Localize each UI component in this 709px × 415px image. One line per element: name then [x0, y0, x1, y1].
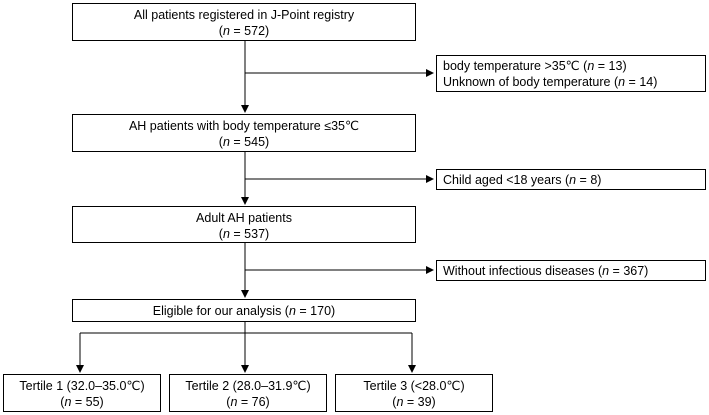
exclusion-temp-unknown: Unknown of body temperature (n = 14) [443, 75, 658, 89]
adult-count-line: (n = 537) [218, 227, 270, 241]
box-eligible: Eligible for our analysis (n = 170) [72, 299, 416, 322]
tertile-1-count: 55 [85, 395, 100, 409]
tertile-1-count-line: (n = 55) [60, 395, 104, 409]
adult-title: Adult AH patients [196, 211, 292, 225]
box-tertile-2: Tertile 2 (28.0–31.9℃) (n = 76) [169, 374, 327, 412]
box-exclusion-child: Child aged <18 years (n = 8) [436, 169, 706, 190]
tertile-2-count-line: (n = 76) [226, 395, 270, 409]
ah-temperature-count-line: (n = 545) [218, 135, 270, 149]
tertile-2-count: 76 [251, 395, 266, 409]
adult-count: 537 [244, 227, 266, 241]
tertile-2-title: Tertile 2 (28.0–31.9℃) [185, 379, 311, 393]
exclusion-infection: Without infectious diseases (n = 367) [443, 264, 649, 278]
registry-title: All patients registered in J-Point regis… [133, 8, 355, 22]
registry-count: 572 [244, 24, 266, 38]
tertile-3-title: Tertile 3 (<28.0℃) [363, 379, 465, 393]
registry-count-line: (n = 572) [218, 24, 270, 38]
box-adult: Adult AH patients (n = 537) [72, 206, 416, 243]
temp-unknown-count: 14 [639, 75, 654, 89]
temp-high-count: 13 [608, 59, 623, 73]
ah-temperature-count: 545 [244, 135, 266, 149]
eligible-count: 170 [310, 304, 332, 318]
ah-temperature-title: AH patients with body temperature ≤35℃ [128, 119, 360, 133]
child-count: 8 [590, 173, 598, 187]
exclusion-temp-high: body temperature >35℃ (n = 13) [443, 59, 627, 73]
box-ah-temperature: AH patients with body temperature ≤35℃ (… [72, 114, 416, 152]
eligible-line: Eligible for our analysis (n = 170) [152, 304, 336, 318]
box-exclusion-infection: Without infectious diseases (n = 367) [436, 260, 706, 281]
box-tertile-3: Tertile 3 (<28.0℃) (n = 39) [335, 374, 493, 412]
box-registry: All patients registered in J-Point regis… [72, 3, 416, 41]
tertile-3-count-line: (n = 39) [392, 395, 436, 409]
exclusion-child: Child aged <18 years (n = 8) [443, 173, 602, 187]
box-exclusion-temperature: body temperature >35℃ (n = 13) Unknown o… [436, 55, 706, 92]
box-tertile-1: Tertile 1 (32.0–35.0℃) (n = 55) [3, 374, 161, 412]
infection-count: 367 [623, 264, 645, 278]
tertile-1-title: Tertile 1 (32.0–35.0℃) [19, 379, 145, 393]
tertile-3-count: 39 [417, 395, 432, 409]
